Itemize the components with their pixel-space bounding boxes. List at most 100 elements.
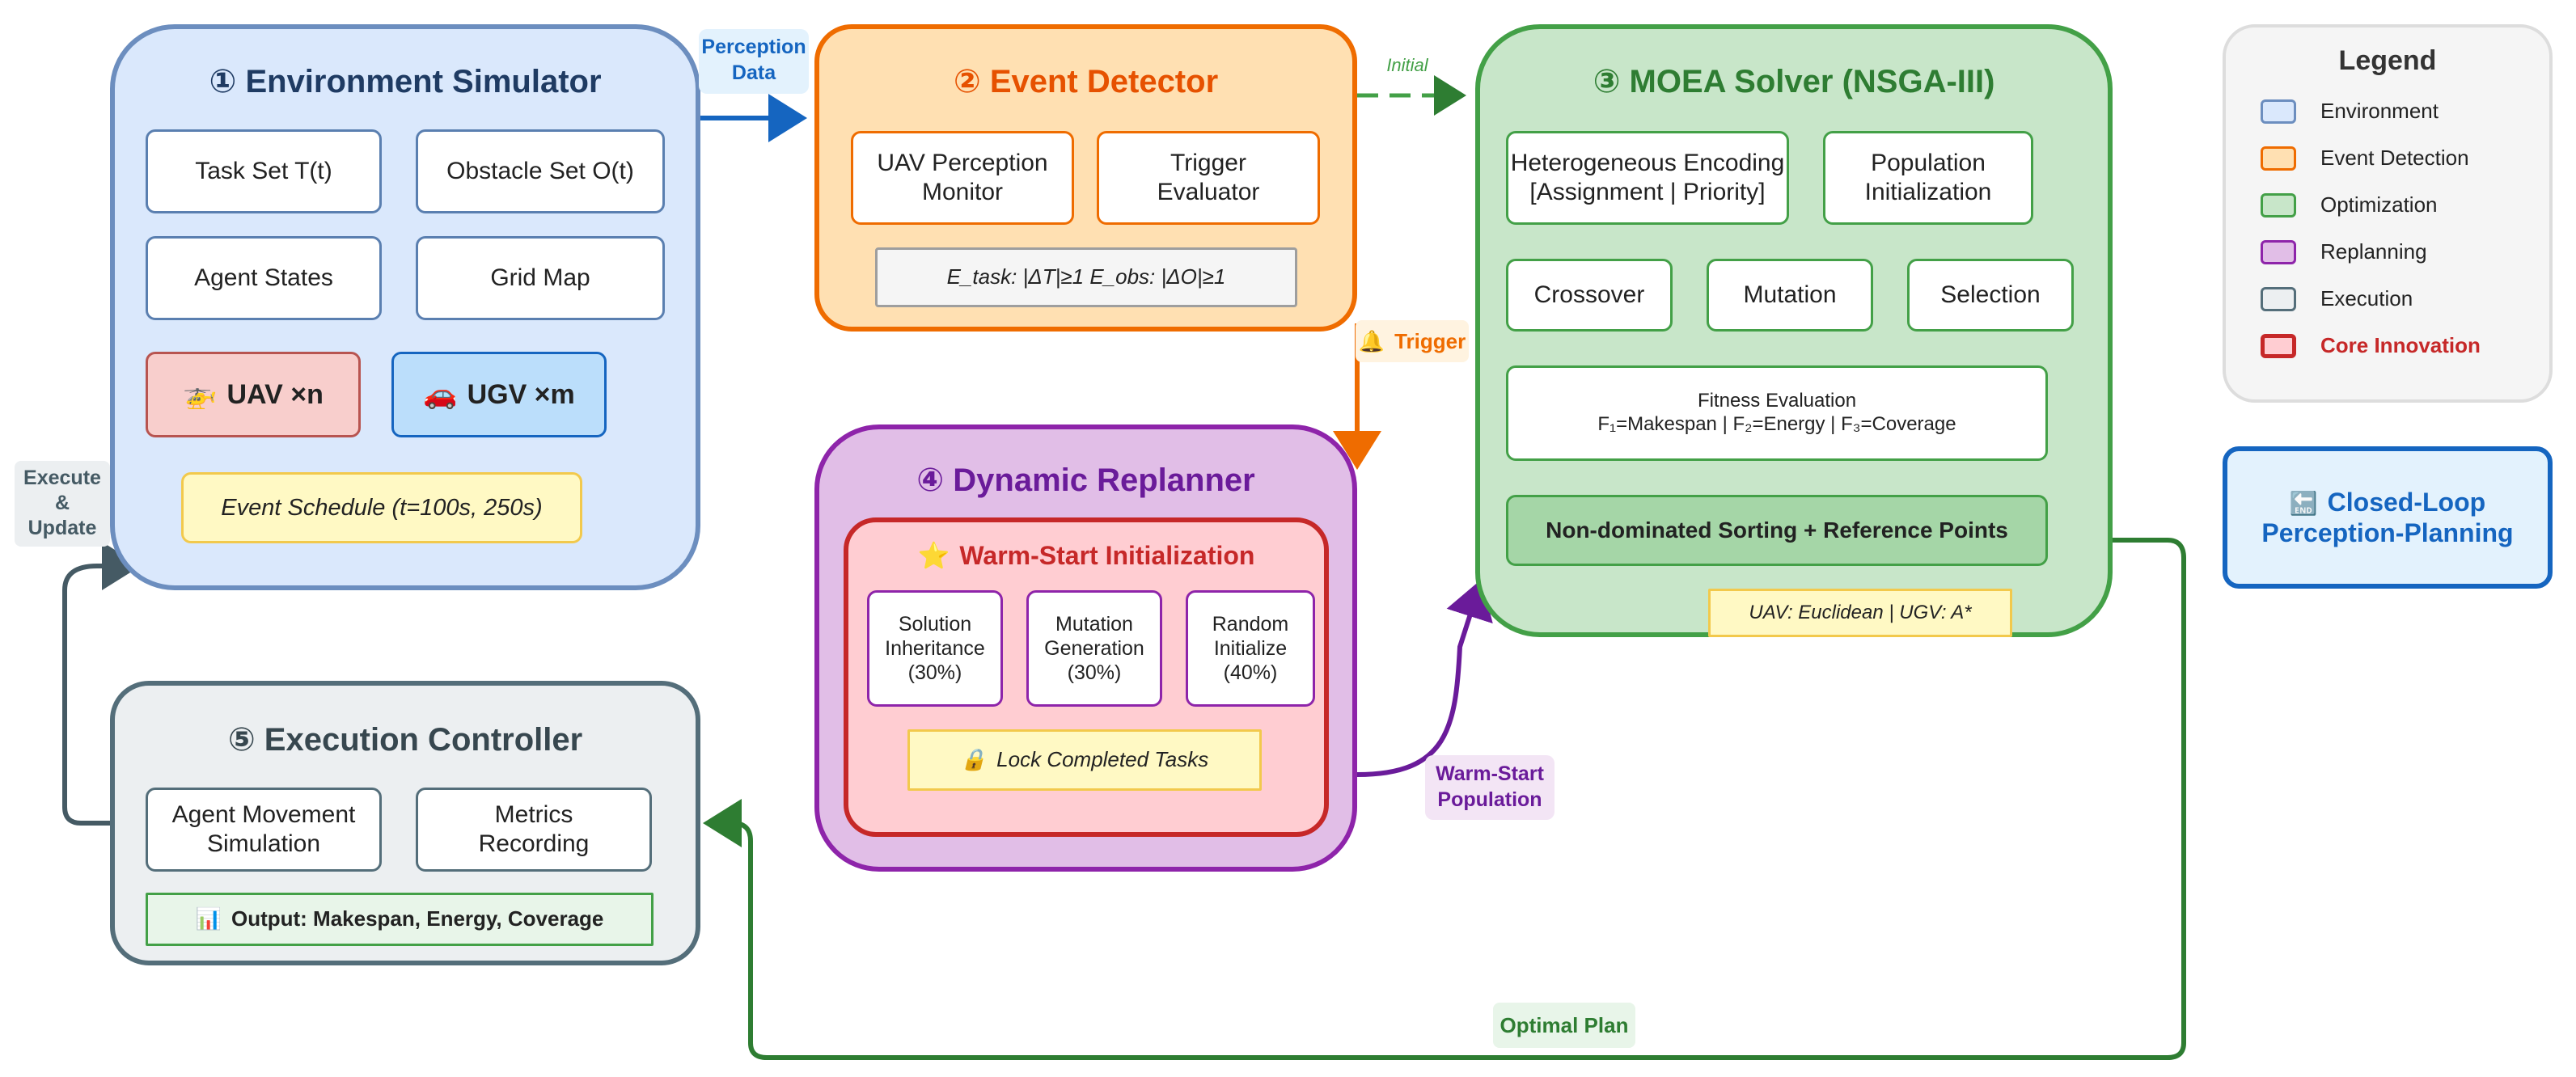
trigger-text: Trigger	[1394, 329, 1466, 353]
warm-line-1: Warm-Start	[1436, 762, 1544, 785]
output-label: Output: Makespan, Energy, Coverage	[231, 906, 604, 931]
legend-item-environment: Environment	[2261, 99, 2439, 124]
grid-map-box: Grid Map	[416, 236, 665, 320]
population-line-2: Initialization	[1864, 179, 1992, 205]
legend-item-execution: Execution	[2261, 286, 2413, 311]
legend-item-event-detection: Event Detection	[2261, 146, 2469, 171]
sol-line-2: Inheritance	[885, 637, 985, 660]
ugv-box: 🚗 UGV ×m	[391, 352, 607, 437]
legend-label-execution: Execution	[2320, 286, 2413, 310]
fitness-line-2: F₁=Makespan | F₂=Energy | F₃=Coverage	[1597, 413, 1956, 435]
legend-swatch-environment	[2261, 99, 2296, 124]
bell-icon: 🔔	[1358, 329, 1385, 353]
movement-line-1: Agent Movement	[171, 801, 356, 828]
trigger-line-1: Trigger	[1170, 150, 1246, 176]
rand-line-2: Initialize	[1213, 637, 1288, 660]
lock-completed-tasks-box: 🔒 Lock Completed Tasks	[907, 729, 1262, 791]
initial-label: Initial	[1386, 55, 1428, 75]
agent-states-box: Agent States	[146, 236, 382, 320]
legend-item-core-innovation: Core Innovation	[2261, 333, 2481, 358]
legend-label-environment: Environment	[2320, 99, 2439, 123]
perception-line-1: Perception	[701, 36, 806, 58]
execute-line-3: Update	[27, 517, 97, 539]
mut-line-3: (30%)	[1067, 661, 1122, 684]
crossover-box: Crossover	[1506, 259, 1673, 332]
fitness-line-1: Fitness Evaluation	[1697, 390, 1857, 412]
task-set-box: Task Set T(t)	[146, 129, 382, 213]
lock-icon: 🔒	[960, 747, 988, 772]
car-icon: 🚗	[423, 378, 458, 410]
encoding-line-2: [Assignment | Priority]	[1529, 179, 1766, 205]
lock-label: Lock Completed Tasks	[996, 747, 1209, 772]
encoding-line-1: Heterogeneous Encoding	[1510, 150, 1785, 176]
metrics-line-1: Metrics	[494, 801, 573, 828]
metrics-line-2: Recording	[478, 830, 590, 857]
ugv-label: UGV ×m	[467, 378, 575, 410]
execution-controller-title: ⑤ Execution Controller	[227, 722, 583, 758]
warm-start-title: ⭐ Warm-Start Initialization	[848, 540, 1324, 571]
warm-start-title-text: Warm-Start Initialization	[959, 541, 1255, 570]
optimal-plan-label: Optimal Plan	[1493, 1003, 1635, 1048]
legend-label-event-detection: Event Detection	[2320, 146, 2469, 170]
helicopter-icon: 🚁	[183, 378, 218, 410]
dynamic-replanner-title: ④ Dynamic Replanner	[916, 462, 1255, 498]
distance-metric-box: UAV: Euclidean | UGV: A*	[1708, 589, 2012, 637]
legend-swatch-event-detection	[2261, 146, 2296, 171]
closed-loop-line-2: Perception-Planning	[2261, 518, 2514, 547]
event-detector-title: ② Event Detector	[953, 64, 1219, 99]
rand-line-3: (40%)	[1223, 661, 1278, 684]
closed-loop-box: 🔚 Closed-Loop Perception-Planning	[2223, 446, 2553, 589]
sol-line-1: Solution	[898, 613, 972, 636]
legend-label-replanning: Replanning	[2320, 239, 2427, 264]
rand-line-1: Random	[1212, 613, 1289, 636]
perception-line-2: Data	[731, 61, 776, 84]
legend-swatch-execution	[2261, 286, 2296, 311]
execute-line-2: &	[54, 492, 70, 514]
execute-update-label: Execute & Update	[15, 461, 110, 547]
mutation-box: Mutation	[1707, 259, 1873, 332]
legend-label-optimization: Optimization	[2320, 192, 2438, 217]
execute-line-1: Execute	[23, 467, 101, 489]
population-line-1: Population	[1871, 150, 1986, 176]
non-dominated-sorting-box: Non-dominated Sorting + Reference Points	[1506, 495, 2048, 566]
uav-box: 🚁UAV ×n	[146, 352, 361, 437]
trigger-line-2: Evaluator	[1157, 179, 1260, 205]
arrow-warm-start	[1356, 579, 1493, 777]
legend-swatch-optimization	[2261, 192, 2296, 218]
event-formula-box: E_task: |ΔT|≥1 E_obs: |ΔO|≥1	[875, 247, 1297, 307]
output-box: 📊Output: Makespan, Energy, Coverage	[146, 893, 654, 946]
legend-item-replanning: Replanning	[2261, 239, 2427, 264]
end-arrow-icon: 🔚	[2289, 490, 2318, 516]
warm-line-2: Population	[1437, 788, 1542, 811]
closed-loop-line-1: Closed-Loop	[2327, 487, 2486, 517]
legend-title: Legend	[2338, 45, 2437, 76]
monitor-line-2: Monitor	[921, 179, 1004, 205]
legend-swatch-core-innovation	[2261, 333, 2296, 358]
event-schedule-box: Event Schedule (t=100s, 250s)	[181, 472, 582, 543]
legend-label-core-innovation: Core Innovation	[2320, 333, 2481, 357]
arrow-execute-update	[62, 542, 141, 826]
moea-solver-title: ③ MOEA Solver (NSGA-III)	[1593, 64, 1995, 99]
uav-label: UAV ×n	[226, 378, 324, 410]
sol-line-3: (30%)	[907, 661, 962, 684]
mut-line-2: Generation	[1044, 637, 1144, 660]
mut-line-1: Mutation	[1055, 613, 1133, 636]
arrow-optimal-plan	[703, 538, 2186, 1060]
trigger-label: 🔔 Trigger	[1356, 320, 1469, 362]
star-icon: ⭐	[917, 541, 950, 570]
legend-item-optimization: Optimization	[2261, 192, 2438, 218]
movement-line-2: Simulation	[206, 830, 321, 857]
selection-box: Selection	[1907, 259, 2074, 332]
heterogeneous-encoding-box: Heterogeneous Encoding [Assignment | Prio…	[1506, 131, 1789, 225]
